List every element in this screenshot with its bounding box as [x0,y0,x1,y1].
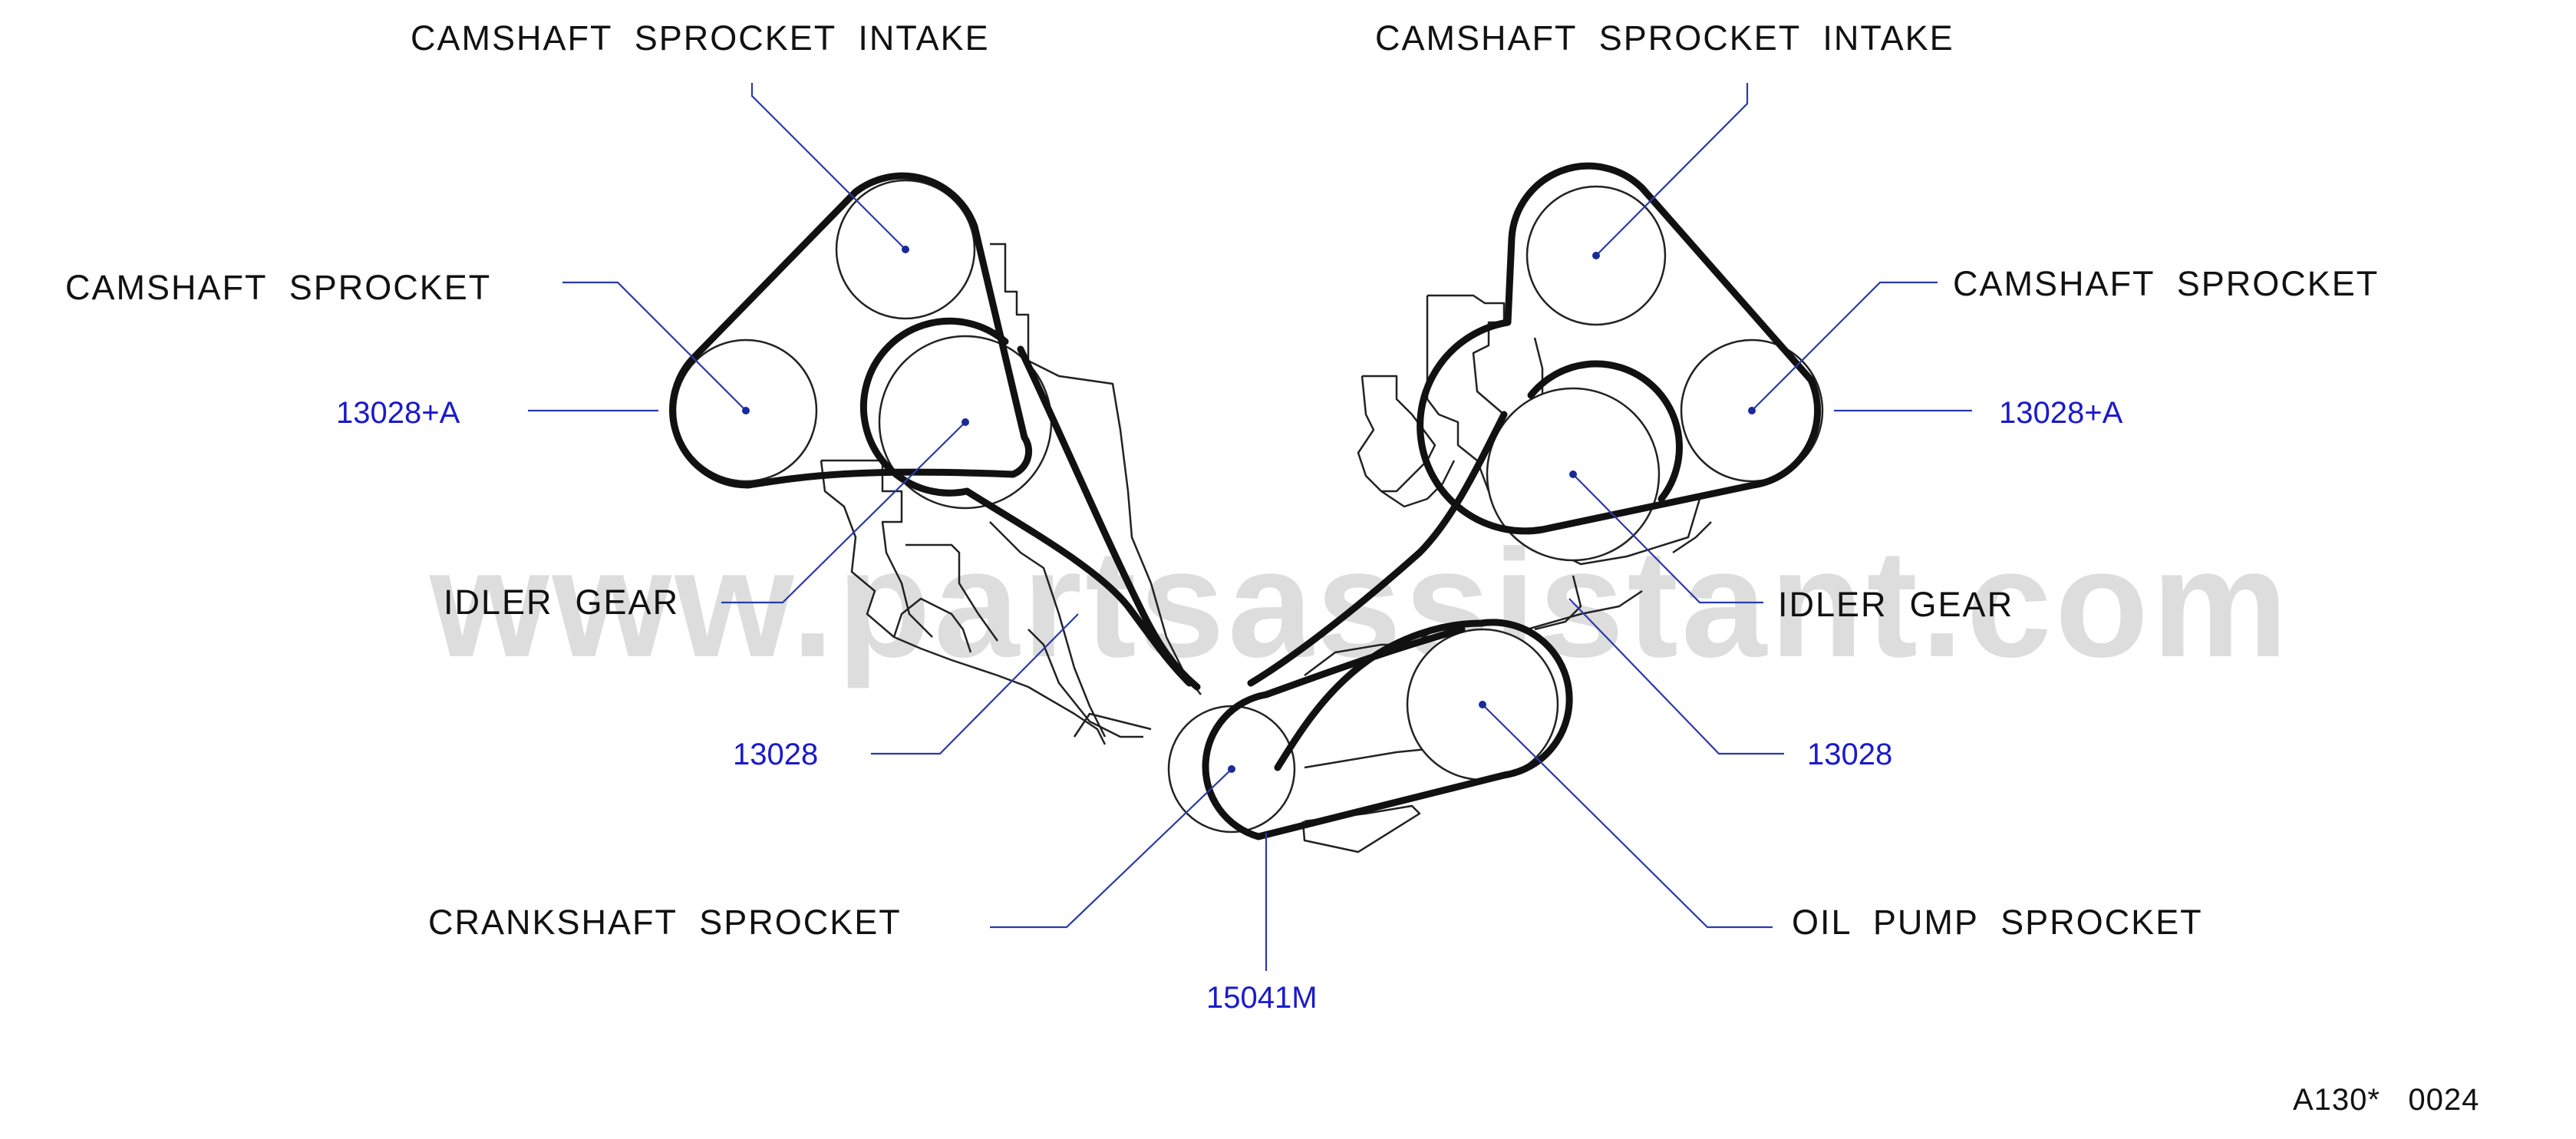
part-number-13028a-right: 13028+A [1999,396,2123,430]
part-number-labels: 13028+A 13028+A 13028 13028 15041M [336,396,2123,1015]
leader-oil-pump [1482,704,1773,929]
label-idler-right: IDLER GEAR [1778,585,2014,624]
part-number-13028-right: 13028 [1807,738,1892,771]
leader-cam-left [562,281,747,411]
figure-code: A130* 0024 [2293,1083,2479,1117]
leader-13028-left [871,613,1079,755]
leader-idler-left [721,421,966,604]
leader-idler-right [1572,474,1763,604]
label-oil-pump: OIL PUMP SPROCKET [1792,903,2203,942]
label-crankshaft: CRANKSHAFT SPROCKET [428,903,902,942]
leader-crank [990,768,1232,929]
label-cam-left: CAMSHAFT SPROCKET [65,268,491,307]
part-number-13028a-left: 13028+A [336,396,460,430]
leader-lines [528,83,1972,971]
part-number-15041m: 15041M [1206,981,1318,1015]
label-cam-right: CAMSHAFT SPROCKET [1953,264,2379,303]
label-cam-intake-left: CAMSHAFT SPROCKET INTAKE [411,18,990,58]
leader-13028-right [1568,598,1784,755]
part-number-13028-left: 13028 [733,738,818,771]
leader-cam-intake-right [1595,83,1749,256]
label-idler-left: IDLER GEAR [444,583,679,622]
label-cam-intake-right: CAMSHAFT SPROCKET INTAKE [1375,18,1954,58]
component-labels: CAMSHAFT SPROCKET INTAKE CAMSHAFT SPROCK… [65,18,2379,942]
center-dots [742,246,1756,773]
leader-cam-intake-left [750,83,906,250]
timing-belt [669,162,1822,840]
leader-cam-right [1751,281,1938,411]
